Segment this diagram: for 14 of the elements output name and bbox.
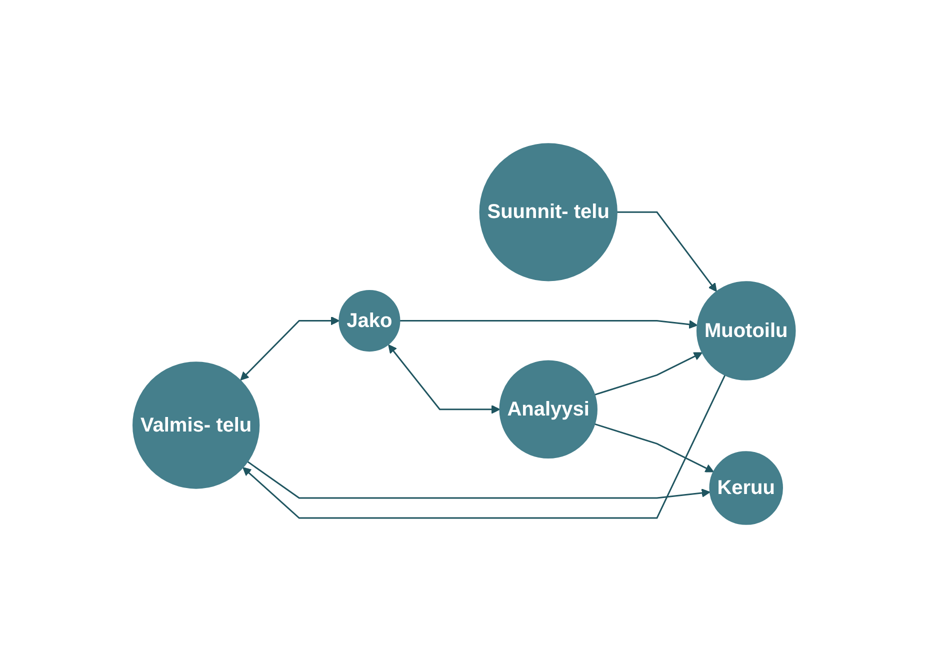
arrow xyxy=(616,211,717,292)
arrow xyxy=(388,344,500,414)
node-circle: Jako xyxy=(338,290,400,352)
node-circle: Keruu xyxy=(709,451,783,525)
arrow xyxy=(242,374,726,519)
node-circle: Analyysi xyxy=(499,360,598,459)
arrow xyxy=(240,316,340,380)
arrow xyxy=(594,352,702,396)
arrow xyxy=(594,423,714,472)
arrow xyxy=(400,320,698,329)
node-circle: Muotoilu xyxy=(696,281,796,380)
node-circle: Suunnit- telu xyxy=(479,143,618,282)
arrow xyxy=(247,461,710,499)
node-circle: Valmis- telu xyxy=(132,362,260,489)
